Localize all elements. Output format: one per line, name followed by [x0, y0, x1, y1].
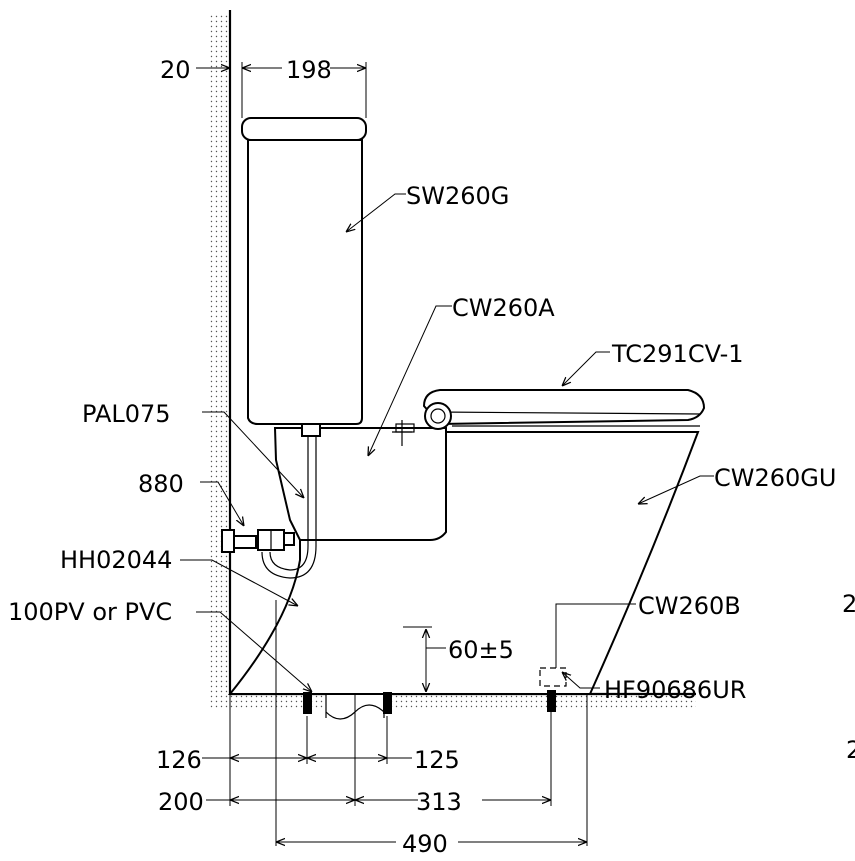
- cropped-edge-2: 2: [846, 736, 855, 764]
- dim-20: 20: [160, 56, 191, 84]
- extension-lines: [229, 600, 588, 846]
- toilet-seat: [422, 389, 706, 430]
- label-cw260gu: CW260GU: [714, 464, 836, 492]
- label-880: 880: [138, 470, 184, 498]
- dim-125: 125: [414, 746, 460, 774]
- label-cw260b: CW260B: [638, 592, 741, 620]
- cropped-edge-1: 2: [842, 590, 855, 618]
- wall-hatch: [208, 14, 230, 694]
- label-hh02044: HH02044: [60, 546, 172, 574]
- floor-bolts: [303, 690, 556, 714]
- label-cw260a: CW260A: [452, 294, 555, 322]
- label-sw260g: SW260G: [406, 182, 509, 210]
- cistern-tank: [241, 117, 367, 425]
- dim-60: 60±5: [448, 636, 514, 664]
- supply-pipe: [221, 423, 321, 579]
- dim-490: 490: [402, 830, 448, 858]
- label-hf90686ur: HF90686UR: [604, 676, 746, 704]
- label-tc291cv1: TC291CV-1: [611, 340, 744, 368]
- leader-lines: [180, 193, 714, 692]
- dim-200: 200: [158, 788, 204, 816]
- tank-bracket: [273, 427, 447, 541]
- label-pipe: 100PV or PVC: [8, 598, 172, 626]
- dim-198: 198: [286, 56, 332, 84]
- dim-313: 313: [416, 788, 462, 816]
- label-pal075: PAL075: [82, 400, 171, 428]
- dim-126: 126: [156, 746, 202, 774]
